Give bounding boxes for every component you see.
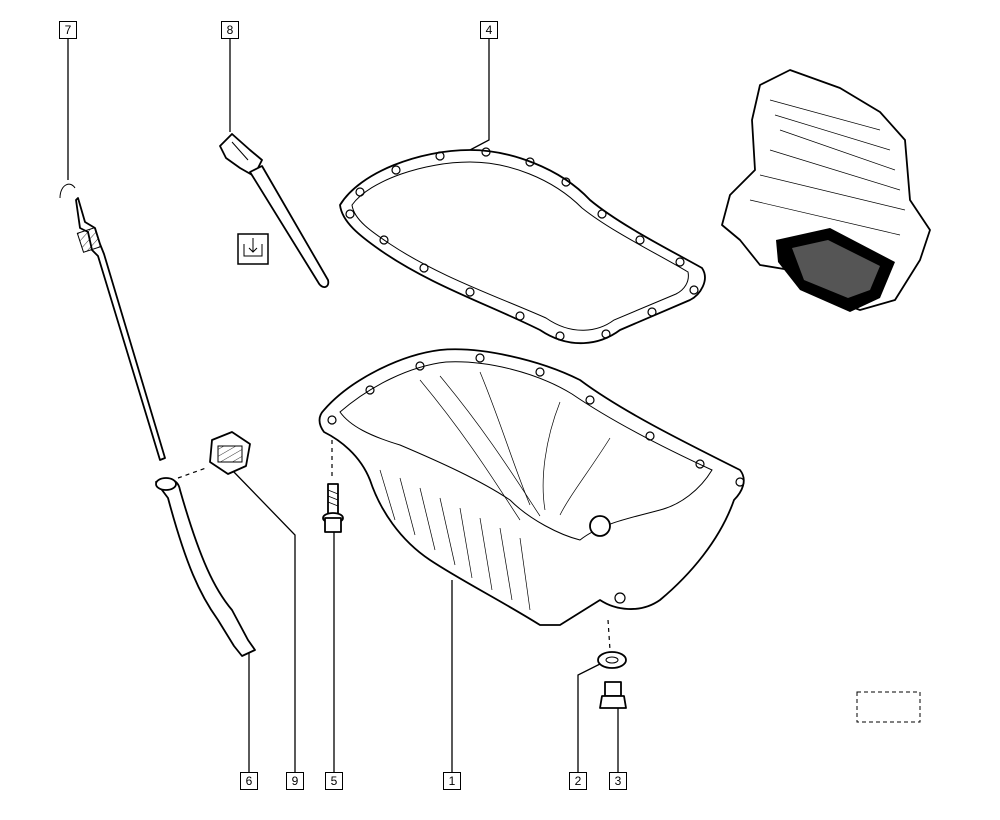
callout-6: 6 <box>240 772 258 790</box>
drain-plug <box>599 681 627 709</box>
bolt <box>322 440 344 533</box>
callout-1: 1 <box>443 772 461 790</box>
tube-clip <box>209 431 251 475</box>
dipstick <box>59 183 166 461</box>
callout-4: 4 <box>480 21 498 39</box>
placeholder-box <box>856 691 921 723</box>
callout-7: 7 <box>59 21 77 39</box>
dipstick-tube <box>155 467 256 657</box>
drain-plug-washer <box>597 619 627 669</box>
oil-pan-gasket <box>339 147 706 345</box>
callout-8: 8 <box>221 21 239 39</box>
callout-3: 3 <box>609 772 627 790</box>
oil-level-sensor <box>219 133 330 288</box>
leader-lines <box>67 38 619 772</box>
callout-9: 9 <box>286 772 304 790</box>
oil-pan <box>318 348 745 626</box>
oil-level-icon <box>237 233 269 265</box>
callout-5: 5 <box>325 772 343 790</box>
callout-2: 2 <box>569 772 587 790</box>
engine-locator-icon <box>721 69 931 312</box>
